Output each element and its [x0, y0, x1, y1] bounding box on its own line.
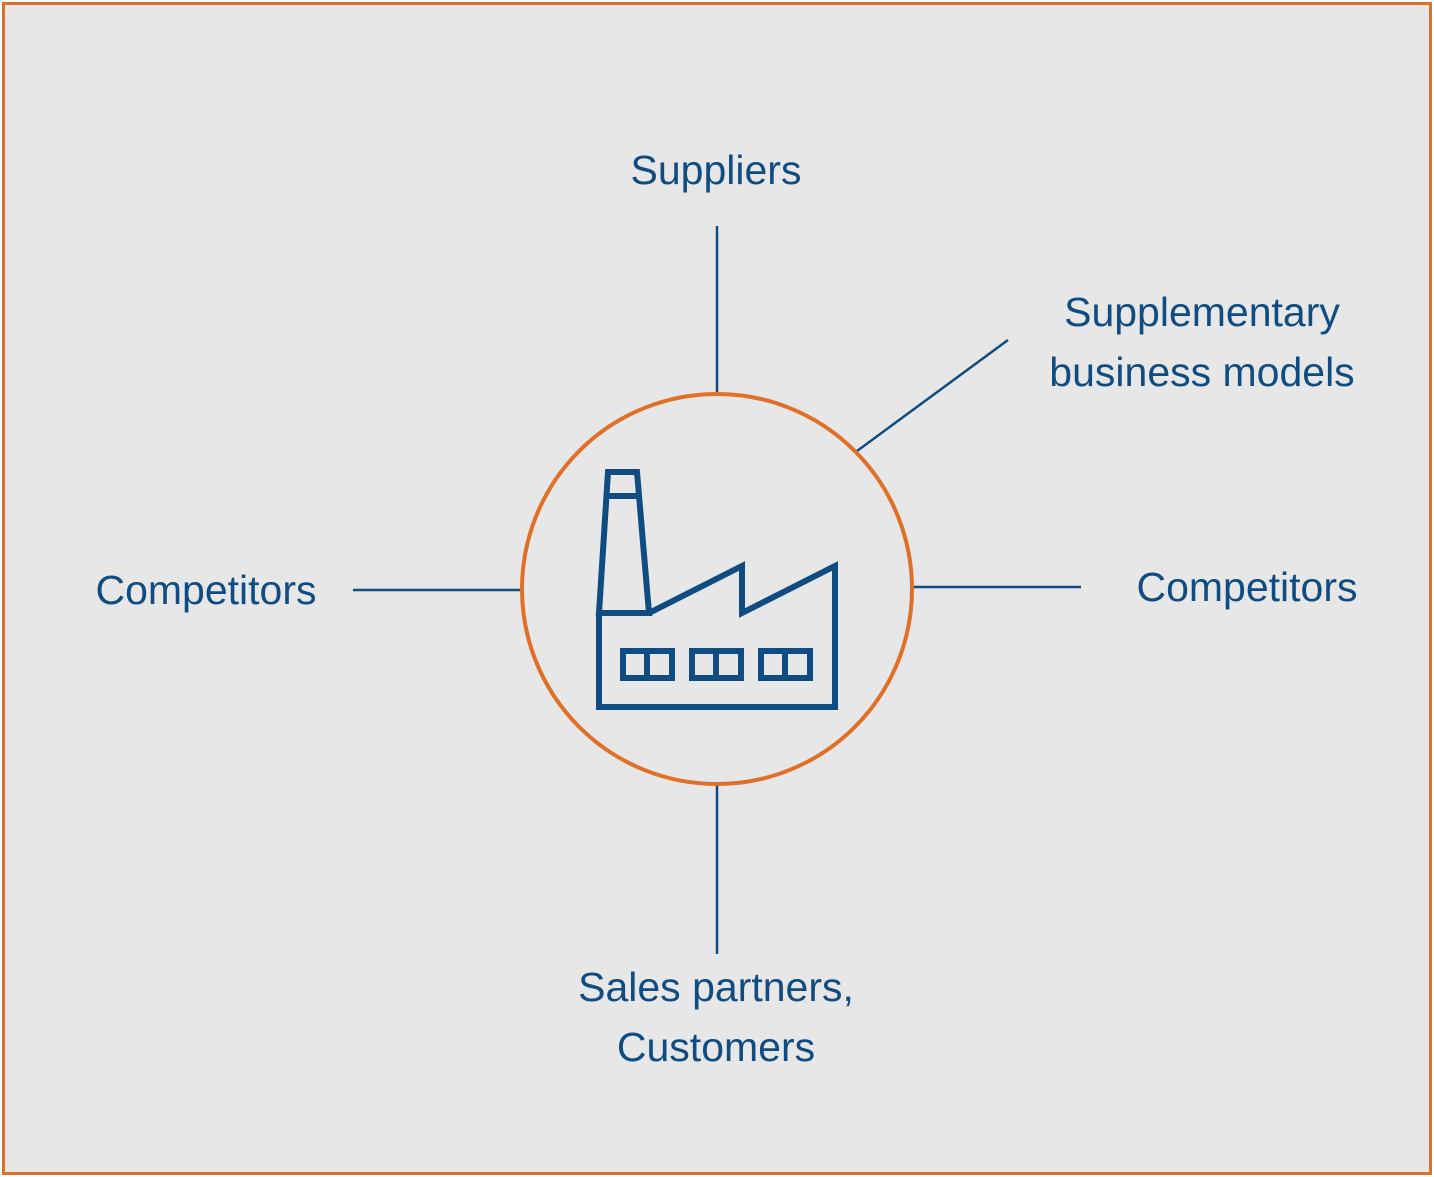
label-supplementary-line2: business models	[1049, 349, 1354, 395]
label-sales-partners-line1: Sales partners,	[578, 964, 854, 1010]
label-competitors-left: Competitors	[95, 567, 316, 613]
label-competitors-right: Competitors	[1136, 564, 1357, 610]
label-supplementary-line1: Supplementary	[1064, 289, 1340, 335]
center-circle	[520, 392, 914, 786]
factory-icon	[595, 469, 838, 710]
label-suppliers: Suppliers	[631, 147, 802, 193]
connector-top-right	[856, 338, 1009, 453]
label-sales-partners-line2: Customers	[617, 1024, 815, 1070]
